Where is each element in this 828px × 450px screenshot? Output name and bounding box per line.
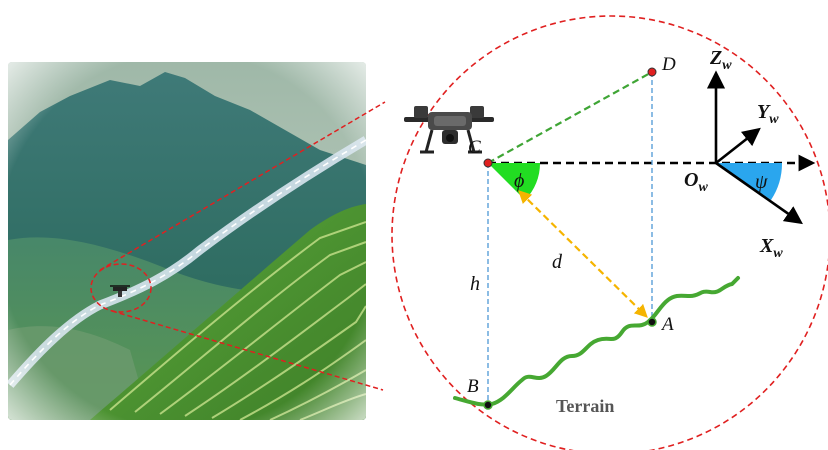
point-B bbox=[483, 400, 493, 410]
zoom-circle bbox=[391, 15, 828, 450]
label-distance: d bbox=[552, 251, 563, 273]
label-y-axis: Yw bbox=[757, 101, 779, 127]
drone-icon bbox=[404, 106, 494, 154]
x-axis-arrow bbox=[715, 161, 803, 225]
connector-bottom-line bbox=[111, 310, 384, 391]
label-x-axis: Xw bbox=[759, 235, 783, 261]
terrain-curve bbox=[453, 276, 740, 407]
label-A: A bbox=[660, 314, 674, 335]
label-terrain: Terrain bbox=[556, 396, 614, 416]
point-A bbox=[647, 317, 657, 327]
label-height: h bbox=[470, 273, 480, 295]
label-D: D bbox=[661, 54, 676, 75]
label-phi: ϕ bbox=[514, 170, 524, 192]
point-D bbox=[647, 67, 657, 77]
label-C: C bbox=[468, 137, 481, 158]
connector-top-line bbox=[99, 101, 386, 271]
label-psi: ψ bbox=[755, 171, 768, 193]
line-C-D bbox=[487, 71, 653, 164]
label-z-axis: Zw bbox=[709, 47, 732, 73]
label-origin: Ow bbox=[684, 169, 708, 195]
photo-focus-circle bbox=[90, 263, 152, 313]
y-axis-arrow bbox=[715, 127, 761, 165]
line-C-A bbox=[518, 190, 648, 318]
point-C bbox=[483, 158, 493, 168]
psi-angle-sector bbox=[716, 163, 783, 200]
mountain-photo bbox=[8, 62, 366, 420]
label-B: B bbox=[467, 376, 479, 397]
